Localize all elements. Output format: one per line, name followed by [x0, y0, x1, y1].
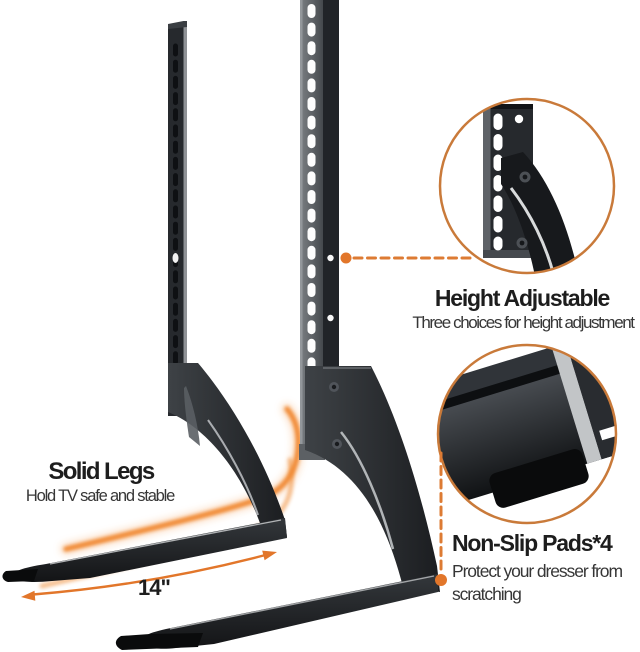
non-slip-pads-description-line2: scratching	[452, 584, 522, 604]
callout-circle-pads	[436, 343, 618, 525]
back-foot-pad	[115, 633, 203, 650]
leg-depth-label: 14"	[138, 575, 171, 600]
solid-legs-description: Hold TV safe and stable	[25, 487, 175, 505]
non-slip-pads-description: Protect your dresser from scratching	[452, 560, 623, 606]
front-leg-foot	[12, 518, 287, 582]
connector-dot-pads	[435, 574, 447, 586]
callout-ring-pads	[436, 343, 618, 525]
height-adjustable-title: Height Adjustable	[434, 285, 610, 311]
front-leg-column	[168, 24, 184, 416]
front-foot-pad	[2, 569, 38, 582]
callout-ring-height	[438, 97, 616, 275]
back-leg-brace	[305, 366, 440, 592]
arrowhead-left	[21, 590, 36, 601]
dashed-connector-height	[340, 252, 473, 264]
callout-circle-height	[438, 97, 616, 275]
dimension-arrow	[21, 550, 277, 601]
connector-dot-height	[340, 252, 352, 264]
arrowhead-right	[262, 550, 277, 561]
back-leg-column	[300, 0, 323, 452]
back-leg	[115, 0, 440, 650]
non-slip-pads-description-line1: Protect your dresser from	[452, 561, 623, 581]
non-slip-pads-title: Non-Slip Pads*4	[452, 530, 613, 556]
non-slip-pad	[489, 449, 589, 508]
solid-legs-title: Solid Legs	[48, 458, 155, 485]
front-leg	[2, 21, 287, 582]
dashed-connector-pads	[435, 451, 447, 586]
height-adjustable-description: Three choices for height adjustment	[412, 313, 635, 332]
back-leg-foot	[140, 574, 438, 649]
